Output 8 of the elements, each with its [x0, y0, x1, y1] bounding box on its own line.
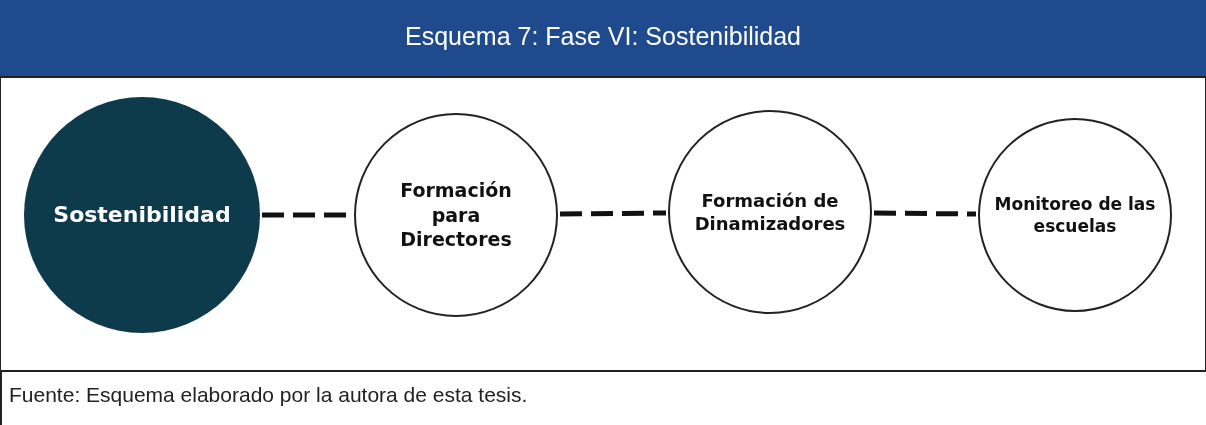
node-label: Monitoreo de las escuelas: [993, 192, 1157, 238]
title: Esquema 7: Fase VI: Sostenibilidad: [403, 22, 803, 51]
node-label: Sostenibilidad: [52, 200, 232, 229]
node-label: Formación para Directores: [399, 177, 513, 253]
dashed-connector: [559, 210, 667, 217]
caption: Fuente: Esquema elaborado por la autora de esta tesis.: [9, 383, 528, 407]
dashed-connector: [873, 210, 977, 217]
node-label: Formación de Dinamizadores: [693, 188, 847, 236]
